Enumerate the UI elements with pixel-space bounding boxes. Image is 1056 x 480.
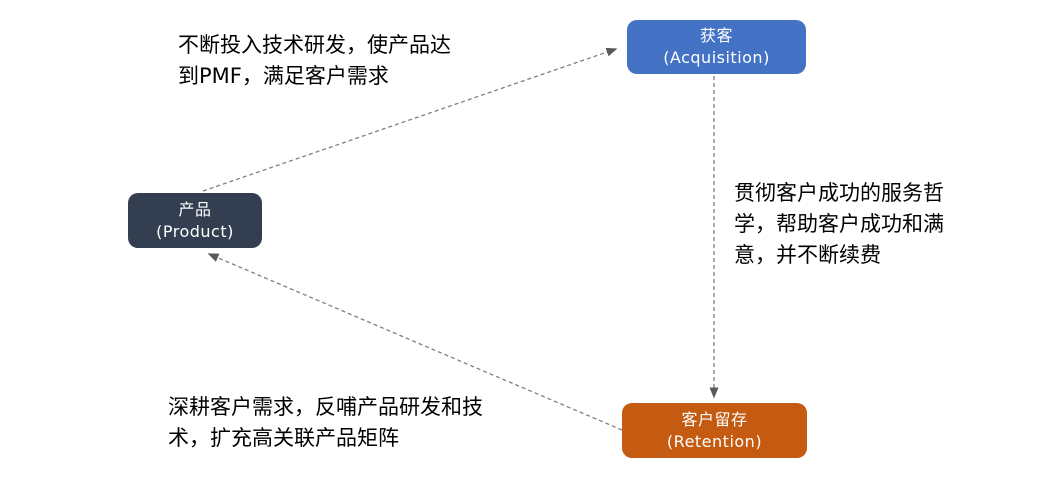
node-acquisition-label-en: (Acquisition) bbox=[663, 48, 770, 67]
arrow-retention-to-product bbox=[207, 253, 623, 431]
node-product: 产品 (Product) bbox=[128, 193, 262, 248]
annotation-retention-to-product: 深耕客户需求，反哺产品研发和技 术，扩充高关联产品矩阵 bbox=[168, 395, 483, 450]
annotation-product-to-acquisition: 不断投入技术研发，使产品达 到PMF，满足客户需求 bbox=[178, 33, 451, 88]
node-product-label-en: (Product) bbox=[156, 221, 234, 241]
node-acquisition-label-zh: 获客 bbox=[699, 26, 733, 45]
node-retention: 客户留存 (Retention) bbox=[622, 403, 807, 458]
node-retention-label-zh: 客户留存 bbox=[681, 409, 748, 429]
arrow-product-to-acquisition bbox=[202, 47, 618, 192]
node-retention-label-en: (Retention) bbox=[666, 431, 763, 451]
annotation-acquisition-to-retention: 贯彻客户成功的服务哲 学，帮助客户成功和满 意，并不断续费 bbox=[734, 181, 944, 267]
node-acquisition: 获客 (Acquisition) bbox=[627, 20, 806, 74]
node-product-label-zh: 产品 bbox=[178, 199, 212, 219]
